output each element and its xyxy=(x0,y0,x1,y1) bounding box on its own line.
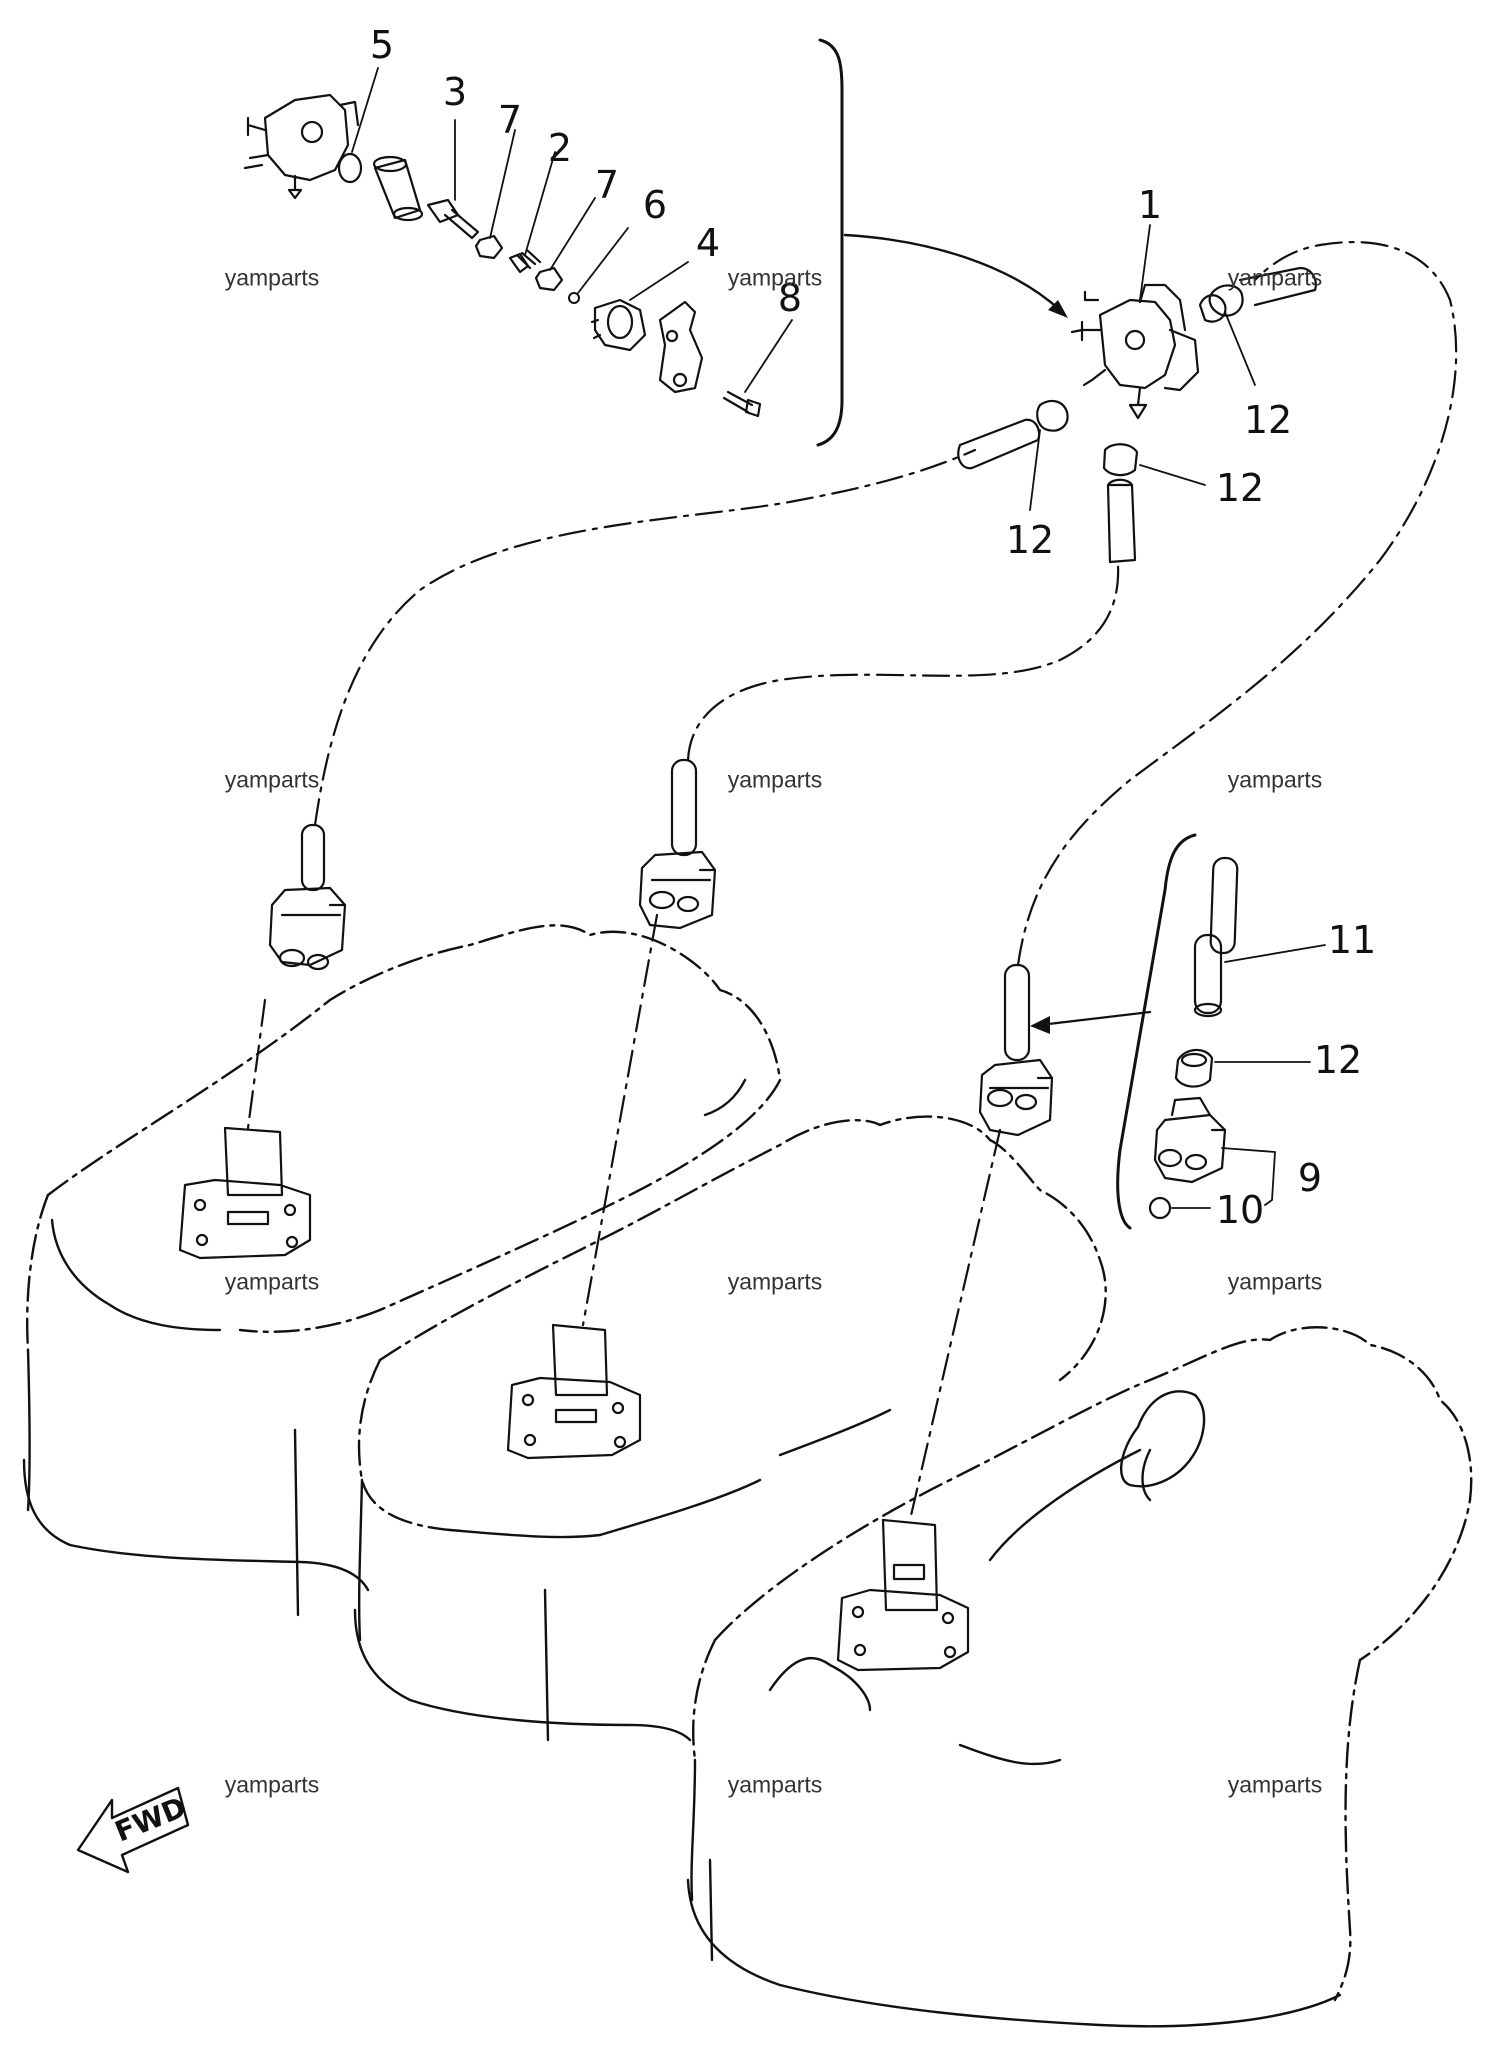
hose-left xyxy=(957,399,1069,470)
tank-fuel-joint-right xyxy=(836,1518,970,1672)
callout-12-down: 12 xyxy=(1215,466,1265,510)
callout-8: 8 xyxy=(777,276,803,320)
watermark: yamparts xyxy=(727,264,823,291)
callout-7-lower: 7 xyxy=(594,163,620,207)
cone-part xyxy=(372,155,424,222)
watermark: yamparts xyxy=(727,1771,823,1798)
inset-arrow xyxy=(1038,1010,1152,1027)
fuel-cock-assembly xyxy=(1070,283,1200,420)
callout-10: 10 xyxy=(1215,1188,1265,1232)
callout-7-upper: 7 xyxy=(497,98,523,142)
connector-left xyxy=(268,823,347,971)
hose-11 xyxy=(1193,933,1223,1018)
watermark: yamparts xyxy=(1227,264,1323,291)
callout-6: 6 xyxy=(642,183,668,227)
tank-fuel-joint-left xyxy=(178,1126,312,1260)
callout-5: 5 xyxy=(369,23,395,67)
tank-fuel-joint-middle xyxy=(506,1323,642,1460)
watermark: yamparts xyxy=(1227,766,1323,793)
leader-lines-exploded xyxy=(351,67,793,393)
knob-4 xyxy=(590,298,647,352)
callout-12-inset: 12 xyxy=(1313,1038,1363,1082)
watermark: yamparts xyxy=(1227,1268,1323,1295)
watermark: yamparts xyxy=(224,264,320,291)
watermark: yamparts xyxy=(224,1771,320,1798)
hose-piece-top xyxy=(1209,856,1239,955)
callout-12-left: 12 xyxy=(1005,518,1055,562)
connector-middle xyxy=(638,758,717,930)
o-ring-5 xyxy=(337,152,363,184)
leader-lines-cock xyxy=(1029,224,1256,511)
callout-9: 9 xyxy=(1297,1156,1323,1200)
callout-1: 1 xyxy=(1137,183,1163,227)
callout-4: 4 xyxy=(695,221,721,265)
fuel-tank-left xyxy=(22,924,782,1617)
leader-lines-inset xyxy=(1171,944,1326,1209)
fwd-label: FWD xyxy=(110,1790,190,1848)
callout-3: 3 xyxy=(442,70,468,114)
exploded-cock-body xyxy=(243,93,360,200)
fwd-arrow-icon: FWD xyxy=(76,1786,191,1874)
connector-right xyxy=(978,963,1054,1137)
callout-12-right: 12 xyxy=(1243,398,1293,442)
callout-11: 11 xyxy=(1327,918,1377,962)
reference-arrowhead xyxy=(1048,300,1068,318)
fuel-tank-right xyxy=(686,1326,1473,2028)
ring-10 xyxy=(1148,1196,1172,1220)
exploded-bracket xyxy=(816,38,844,447)
hose-right xyxy=(1198,266,1317,323)
inset-arrowhead xyxy=(1030,1016,1050,1034)
clamp-12-inset xyxy=(1174,1048,1214,1088)
watermark: yamparts xyxy=(727,766,823,793)
watermark: yamparts xyxy=(224,1268,320,1295)
ball-6 xyxy=(568,292,580,304)
reference-arrow xyxy=(843,233,1062,312)
fuel-lines xyxy=(246,241,1458,1522)
lever xyxy=(658,300,704,394)
screw-8 xyxy=(722,390,762,418)
nut-7a xyxy=(474,234,504,260)
fuel-tank-middle xyxy=(353,1115,1107,1742)
hose-down xyxy=(1102,443,1139,564)
joint-9 xyxy=(1153,1096,1227,1184)
nut-7b xyxy=(534,266,564,292)
watermark: yamparts xyxy=(224,766,320,793)
valve-stem-3 xyxy=(426,198,480,240)
inset-bracket xyxy=(1116,833,1197,1230)
watermark: yamparts xyxy=(727,1268,823,1295)
callout-2: 2 xyxy=(547,126,573,170)
watermark: yamparts xyxy=(1227,1771,1323,1798)
